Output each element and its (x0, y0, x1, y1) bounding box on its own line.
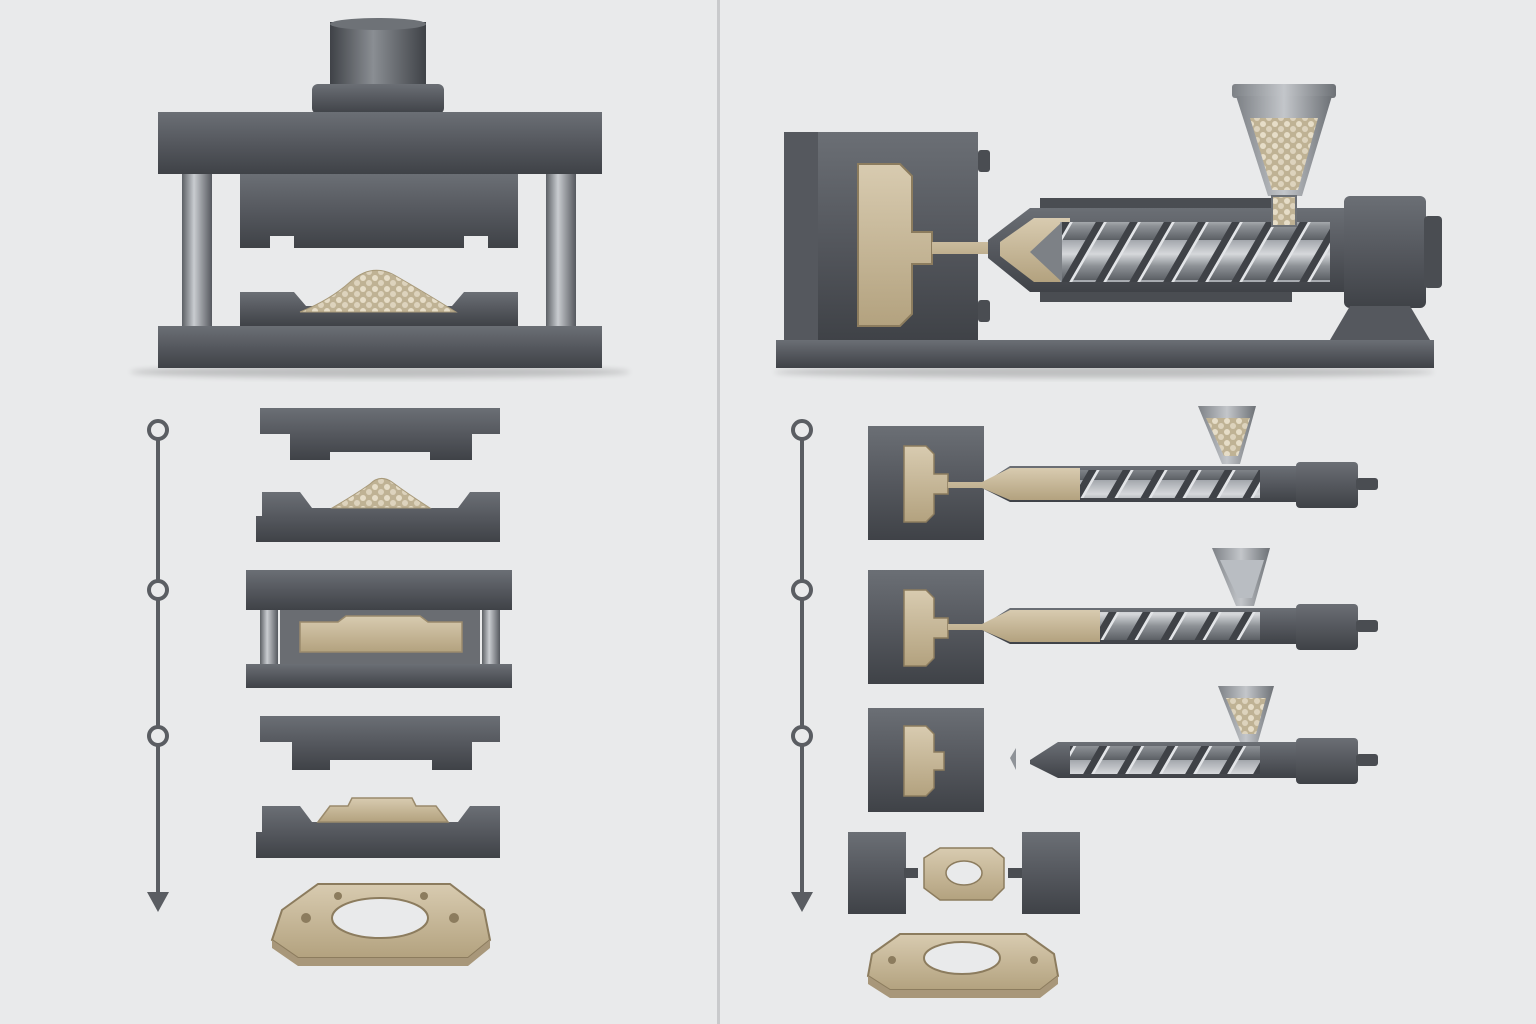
mold-closed-bottom (246, 664, 512, 688)
press-upper-mold (240, 174, 518, 248)
compression-step-2 (246, 570, 512, 688)
injection-step-1 (868, 406, 1378, 540)
injection-molding-panel (774, 84, 1442, 998)
timeline-node-2 (147, 579, 169, 601)
mold-cavity-part (857, 163, 933, 327)
s3-part (903, 725, 945, 797)
finished-part-hole-2 (449, 913, 459, 923)
finished-part-hole-1 (301, 913, 311, 923)
s3-drive-nub (1356, 754, 1378, 766)
s4-mold-left (848, 832, 906, 914)
press-top-crossbeam (158, 112, 602, 174)
finished-part-side (272, 940, 490, 966)
s1-hopper-pellets (1206, 418, 1250, 456)
injection-step-2 (868, 548, 1378, 684)
drive-unit (1344, 196, 1426, 308)
s3-hopper-pellets (1226, 698, 1266, 734)
press-pillar-right (546, 174, 576, 326)
timeline-node-3 (147, 725, 169, 747)
injection-runner (932, 228, 1030, 266)
s2-melt (948, 610, 1100, 642)
s1-screw (1080, 470, 1260, 498)
s4-mold-right-pin (1008, 868, 1022, 878)
material-charge (330, 478, 432, 509)
s4-part-bore (945, 860, 983, 886)
finished-part-bore (331, 897, 429, 939)
injection-step-4 (848, 832, 1080, 914)
timeline-arrow-icon-right (791, 419, 813, 912)
molded-part-icon-right (866, 933, 1060, 998)
timeline-arrowhead (147, 892, 169, 912)
mold-upper-half-open (260, 716, 500, 770)
injection-step-3 (868, 686, 1378, 812)
timeline-node-r1 (791, 419, 813, 441)
press-pillar-left (182, 174, 212, 326)
mold-closed-top (246, 570, 512, 610)
compression-step-1 (256, 408, 500, 542)
barrel-heater-bands (1040, 198, 1292, 208)
finished-part-side-right (868, 976, 1058, 998)
hopper-rim (1232, 84, 1336, 98)
timeline-arrow-icon (147, 419, 169, 912)
s4-mold-left-pin (904, 868, 918, 878)
molded-part-icon (270, 883, 492, 966)
s4-mold-right (1022, 832, 1080, 914)
finished-part-hole-4 (420, 892, 428, 900)
compression-step-3 (256, 716, 500, 858)
mold-lower-half (256, 492, 500, 542)
press-base (158, 326, 602, 368)
press-shadow (130, 366, 630, 378)
mold-lower-half-open (256, 806, 500, 858)
s1-melt (948, 468, 1080, 500)
s1-drive-nub (1356, 478, 1378, 490)
timeline-node-r3 (791, 725, 813, 747)
finished-part-bore-right (923, 941, 1001, 975)
hopper-icon (1232, 84, 1336, 227)
s2-drive-nub (1356, 620, 1378, 632)
panel-divider (717, 0, 720, 1024)
hydraulic-press-icon (130, 18, 630, 378)
timeline-node-r2 (791, 579, 813, 601)
s2-hopper-pellets (1220, 560, 1264, 598)
molded-part-in-mold (316, 797, 450, 823)
drive-unit-foot (1330, 306, 1430, 340)
press-material-charge (299, 269, 458, 313)
mold-upper-half (260, 408, 500, 460)
timeline-node-1 (147, 419, 169, 441)
machine-shadow (774, 366, 1434, 378)
s1-drive (1296, 462, 1358, 508)
s2-part (903, 589, 949, 667)
screw-tip (1030, 222, 1062, 282)
finished-part-hole-r1 (888, 956, 896, 964)
s3-screw (1070, 746, 1260, 774)
hopper-pellets (1250, 118, 1318, 190)
s1-part (903, 445, 949, 523)
drive-unit-endcap (1424, 216, 1442, 288)
barrel-heater-bands-bottom (1040, 292, 1292, 302)
timeline-arrowhead-right (791, 892, 813, 912)
finished-part-hole-r2 (1030, 956, 1038, 964)
compression-molding-panel (130, 18, 630, 966)
mold-closed-pillar-left (260, 610, 278, 664)
s2-screw (1100, 612, 1260, 640)
press-ram-cylinder (330, 22, 426, 92)
press-ram-top (330, 18, 426, 30)
hopper-throat (1271, 195, 1297, 227)
mold-closed-pillar-right (482, 610, 500, 664)
injection-molding-machine-icon (774, 84, 1442, 378)
s3-nozzle-gap (1010, 748, 1016, 770)
s2-drive (1296, 604, 1358, 650)
mold-bolt-1 (978, 150, 990, 172)
machine-base (776, 340, 1434, 368)
compressed-material (299, 615, 463, 653)
press-ram-collar (312, 84, 444, 114)
mold-bolt-2 (978, 300, 990, 322)
finished-part-hole-3 (334, 892, 342, 900)
s3-drive (1296, 738, 1358, 784)
screw-icon (1060, 222, 1330, 282)
clamp-fixed-plate (784, 132, 818, 340)
